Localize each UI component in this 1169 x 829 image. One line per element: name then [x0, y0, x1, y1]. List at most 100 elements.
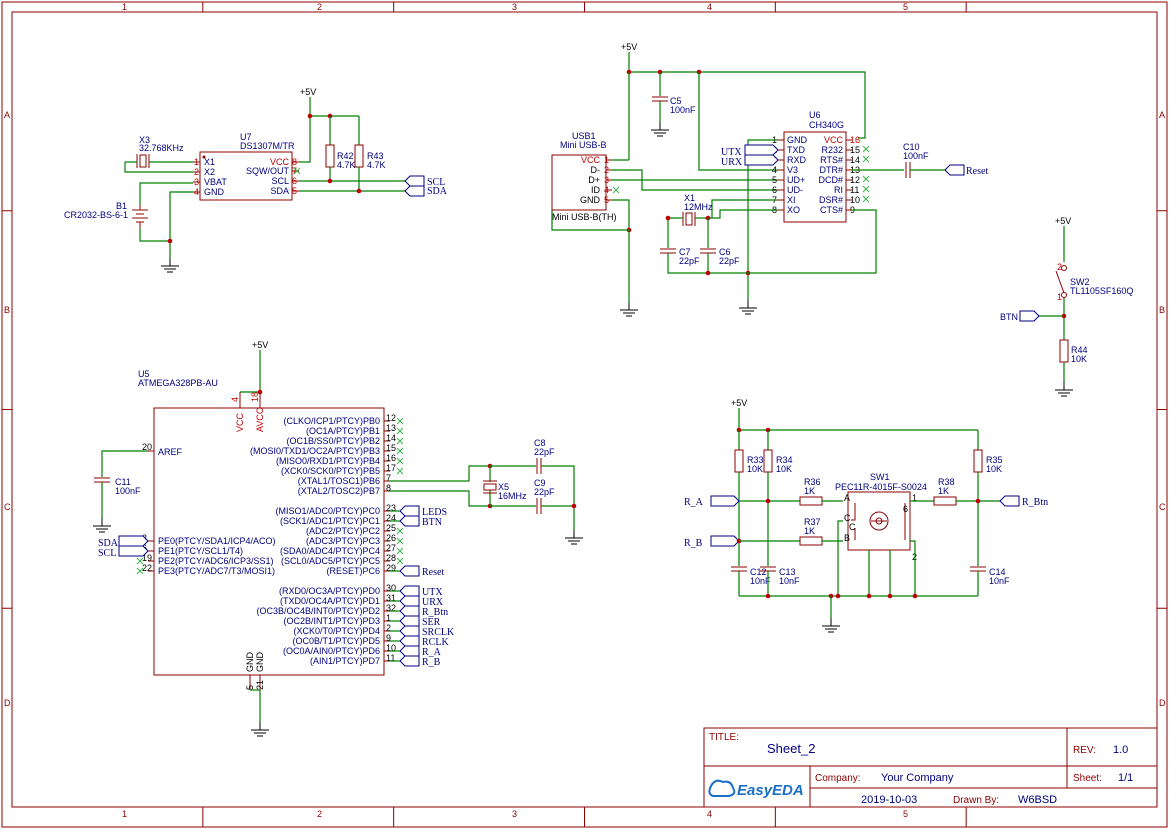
- sw1-pin-a: A: [844, 493, 850, 503]
- u5-pin-number: 7: [386, 473, 391, 483]
- svg-text:R_A: R_A: [684, 497, 704, 508]
- u5-pin-name: (XCK0/SCK0/PTCY)PB5: [281, 466, 380, 476]
- net-flag-port-d: [399, 655, 420, 667]
- u5-pin-name: (OC2B/INT1/PTCY)PD3: [283, 616, 380, 626]
- u7-pin-name: X2: [204, 167, 215, 177]
- capacitor-c7: C7 22pF: [660, 247, 700, 266]
- rtc-vcc-label: +5V: [300, 87, 316, 97]
- svg-text:Reset: Reset: [966, 166, 988, 177]
- u6-pin-number: 4: [772, 165, 777, 175]
- svg-text:R_B: R_B: [684, 538, 703, 549]
- svg-text:2: 2: [1057, 262, 1062, 272]
- net-flag-ra: R_A: [684, 495, 740, 508]
- sw1-pin-c: C: [844, 513, 851, 523]
- encoder-section: +5V R33 10K R34 10K R35 10K R_A: [684, 398, 1048, 633]
- u5-pin-name: GND: [255, 652, 265, 673]
- u6-pin-number: 11: [850, 185, 859, 195]
- u5-ref: U5: [138, 369, 150, 379]
- u5-pin-number: 27: [386, 543, 396, 553]
- rev-value: 1.0: [1113, 744, 1128, 756]
- u7-pin-number: 1: [194, 157, 199, 167]
- net-flag-port-d: [399, 645, 420, 657]
- sheet-value: 1/1: [1118, 772, 1133, 784]
- u5-pin-name: (MISO1/ADC0/PTCY)PC0: [275, 506, 380, 516]
- u5-pin-number: 28: [386, 553, 396, 563]
- u5-pin-name: (CLKO/ICP1/PTCY)PB0: [283, 416, 380, 426]
- usb1-pin-name: D+: [588, 175, 600, 185]
- u5-pin-name: (ADC2/PTCY)PC2: [306, 526, 380, 536]
- u7-pin-name: SCL: [271, 176, 289, 186]
- r34-value: 10K: [776, 464, 792, 474]
- usb-section: +5V C5 100nF USB1 Mini USB-B Mini USB-B(…: [551, 42, 988, 317]
- r37-ref: R37: [804, 517, 821, 527]
- u6-pin-name: GND: [787, 135, 808, 145]
- frame-col-label-bottom: 5: [903, 809, 908, 819]
- b1-value: CR2032-BS-6-1: [64, 210, 128, 220]
- c13-value: 10nF: [779, 576, 800, 586]
- u5-pin-name: (ADC3/PTCY)PC3: [306, 536, 380, 546]
- drawn-by-label: Drawn By:: [953, 795, 999, 806]
- sw2-ref: SW2: [1070, 277, 1090, 287]
- u5-pin-name: VCC: [235, 412, 245, 432]
- u6-pin-name: RXD: [787, 155, 807, 165]
- net-flag-port-c: [399, 565, 420, 577]
- usb1-pin-name: GND: [580, 195, 601, 205]
- net-flag-sda-rtc: SDA: [404, 185, 448, 197]
- u6-pin-name: RTS#: [820, 155, 843, 165]
- frame-row-label-left: B: [4, 305, 10, 315]
- u5-pin-number: 10: [386, 643, 396, 653]
- u5-pin-number: 21: [255, 680, 265, 690]
- u6-pin-name: UD-: [787, 185, 803, 195]
- c11-value: 100nF: [115, 486, 141, 496]
- r36-ref: R36: [804, 477, 821, 487]
- svg-text:SDA: SDA: [427, 186, 448, 197]
- svg-text:UTX: UTX: [721, 147, 742, 158]
- c8-value: 22pF: [534, 447, 555, 457]
- c12-value: 10nF: [750, 576, 771, 586]
- resistor-r33: R33 10K: [734, 449, 764, 474]
- resistor-r42: R42 4.7K: [325, 144, 356, 170]
- resistor-r36: R36 1K: [799, 477, 823, 506]
- u7-pin-name: SQW/OUT: [246, 166, 289, 176]
- u7-pin-name: SDA: [270, 186, 289, 196]
- u7-pin-name: X1: [204, 157, 215, 167]
- net-flag-port-d: [399, 635, 420, 647]
- frame-col-label-bottom: 4: [707, 809, 712, 819]
- u6-value: CH340G: [809, 120, 844, 130]
- net-label-port-c: LEDS: [422, 507, 447, 518]
- usb1-footprint: Mini USB-B(TH): [552, 212, 617, 222]
- net-flag-sda-mcu: SDA: [98, 535, 149, 549]
- u6-pin-name: RI: [834, 185, 843, 195]
- u6-pin-number: 14: [850, 155, 860, 165]
- sw1-value: PEC11R-4015F-S0024: [835, 482, 927, 492]
- enc-vcc-label: +5V: [731, 398, 747, 408]
- resistor-r43: R43 4.7K: [354, 144, 386, 170]
- capacitor-c14: C14 10nF: [970, 566, 1010, 586]
- c8-ref: C8: [534, 438, 546, 448]
- u5-pin-number: 14: [386, 433, 396, 443]
- usb1-pin-name: ID: [591, 185, 601, 195]
- usb1-pin-number: 3: [604, 175, 609, 185]
- r34-ref: R34: [776, 455, 793, 465]
- sheet-label: Sheet:: [1073, 773, 1102, 784]
- u5-pin-name: (MISO0/RXD1/PTCY)PB4: [276, 456, 380, 466]
- net-label-port-d: SER: [422, 617, 441, 628]
- c10-value: 100nF: [903, 151, 929, 161]
- net-flag-port-d: [399, 625, 420, 637]
- btn-vcc-label: +5V: [1055, 216, 1071, 226]
- u5-pin-number: 12: [386, 413, 396, 423]
- battery-b1: B1 CR2032-BS-6-1: [64, 201, 148, 228]
- u5-pin-name: (SDA0/ADC4/PTCY)PC4: [280, 546, 380, 556]
- usb1-value: Mini USB-B: [560, 140, 607, 150]
- c5-value: 100nF: [670, 105, 696, 115]
- net-label-port-d: R_A: [422, 647, 442, 658]
- svg-text:6: 6: [903, 504, 908, 514]
- u5-pin-name: (SCK1/ADC1/PTCY)PC1: [280, 516, 380, 526]
- net-flag-port-c: [399, 505, 420, 517]
- u7-pin-number: 5: [292, 186, 297, 196]
- frame-row-label-right: C: [1159, 502, 1166, 512]
- u5-pin-number: 32: [386, 603, 396, 613]
